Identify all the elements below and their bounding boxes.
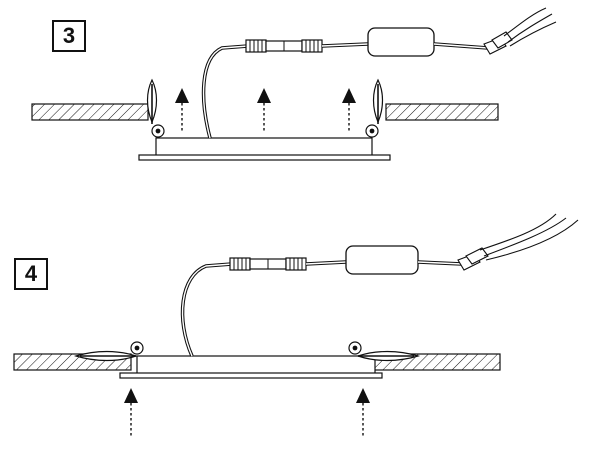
up-arrow	[342, 88, 356, 133]
wire-terminal	[457, 247, 489, 271]
up-arrow	[356, 388, 370, 438]
spring-clip-left	[73, 341, 144, 362]
power-cable	[180, 262, 233, 357]
led-driver	[367, 27, 435, 57]
spring-clip-left	[146, 78, 165, 138]
step-4-label: 4	[14, 258, 48, 290]
panel-light	[138, 137, 391, 161]
up-arrow	[257, 88, 271, 133]
spring-clip-right	[348, 341, 421, 362]
step-number: 3	[62, 23, 76, 48]
mains-wires	[479, 213, 579, 261]
up-arrow	[175, 88, 189, 133]
up-arrow	[124, 388, 138, 438]
step-4-drawing	[13, 213, 579, 438]
cable-connector	[245, 39, 323, 53]
ceiling-left	[31, 103, 149, 121]
ceiling-right	[385, 103, 499, 121]
step-3-drawing	[31, 7, 557, 161]
mains-wires	[503, 7, 557, 47]
led-driver	[345, 245, 419, 275]
step-number: 4	[24, 261, 38, 286]
wire-terminal	[483, 31, 513, 55]
spring-clip-right	[365, 78, 384, 138]
step-3-label: 3	[52, 20, 86, 52]
cable-connector	[229, 257, 307, 271]
panel-light	[119, 355, 383, 379]
